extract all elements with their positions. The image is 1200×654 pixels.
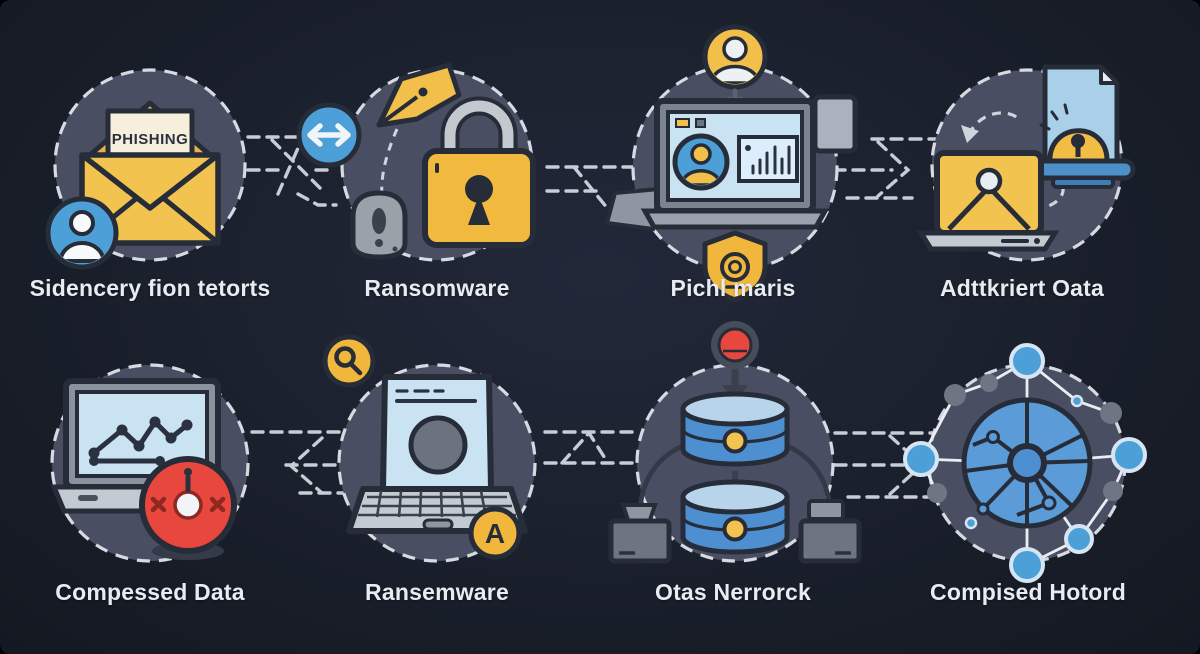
person-badge-icon	[702, 24, 768, 105]
client-device-icon	[798, 499, 862, 564]
step-database-alert	[608, 321, 862, 564]
alert-dot-icon	[711, 321, 759, 369]
badge-letter: A	[485, 518, 505, 549]
step-label: Adttkriert Oata	[939, 275, 1105, 301]
step-label: Compessed Data	[55, 579, 245, 605]
mouse-rock-icon	[350, 190, 408, 260]
step-identity-monitor	[604, 24, 858, 303]
pen-nib-icon	[376, 62, 462, 128]
magnifier-badge-icon	[322, 334, 376, 388]
shield-badge-icon	[702, 230, 768, 303]
step-locked-document	[916, 64, 1136, 262]
envelope-icon: PHISHING	[79, 100, 221, 246]
step-label: Otas Nerrorck	[654, 579, 811, 605]
image-laptop-icon	[916, 150, 1060, 252]
step-label: Sidencery fion tetorts	[29, 275, 271, 301]
arrowhead	[961, 125, 979, 143]
letter-badge-icon: A	[468, 506, 522, 560]
step-ransomware-lock	[296, 62, 536, 262]
user-badge-icon	[45, 196, 119, 270]
resize-arrow-badge-icon	[296, 102, 362, 168]
padlock-icon	[422, 96, 536, 248]
client-device-icon	[608, 503, 672, 564]
step-compromised-laptop	[50, 363, 250, 563]
alert-badge-icon	[139, 456, 237, 560]
laptop-icon	[640, 98, 830, 230]
locked-file-icon	[1030, 64, 1136, 189]
step-label: Ransomware	[364, 275, 510, 301]
step-network-graph	[903, 343, 1147, 583]
step-label: Pichl maris	[670, 275, 796, 301]
step-label: Ransemware	[365, 579, 509, 605]
step-scanner-laptop: A	[322, 334, 537, 563]
step-phishing-email: PHISHING	[45, 68, 247, 270]
network-graph-icon	[903, 343, 1147, 583]
database-icon	[680, 391, 790, 555]
envelope-word: PHISHING	[112, 131, 189, 148]
step-label: Compised Hotord	[930, 579, 1126, 605]
side-tablet-icon	[812, 94, 858, 154]
